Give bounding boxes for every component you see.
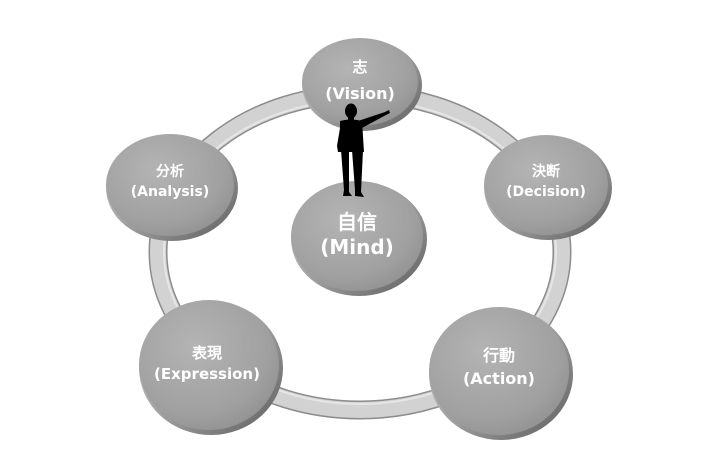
center-english: (Mind) <box>320 235 394 259</box>
node-expression-kanji: 表現 <box>192 344 222 362</box>
node-expression: 表現 (Expression) <box>139 300 283 435</box>
node-action-english: (Action) <box>463 369 535 388</box>
node-decision-kanji: 決断 <box>532 163 560 180</box>
node-expression-english: (Expression) <box>154 365 260 383</box>
node-vision: 志 (Vision) <box>302 38 422 131</box>
node-action: 行動 (Action) <box>429 307 573 440</box>
node-vision-kanji: 志 <box>352 58 367 76</box>
node-analysis: 分析 (Analysis) <box>106 134 238 241</box>
node-analysis-kanji: 分析 <box>156 163 184 180</box>
node-center-mind: 自信 (Mind) <box>291 181 427 296</box>
node-decision: 決断 (Decision) <box>484 135 612 240</box>
center-kanji: 自信 <box>337 210 377 234</box>
node-analysis-english: (Analysis) <box>131 184 209 200</box>
node-decision-english: (Decision) <box>506 184 586 200</box>
person-pointing-icon <box>337 103 390 197</box>
node-vision-english: (Vision) <box>325 84 395 103</box>
node-action-kanji: 行動 <box>482 346 515 365</box>
